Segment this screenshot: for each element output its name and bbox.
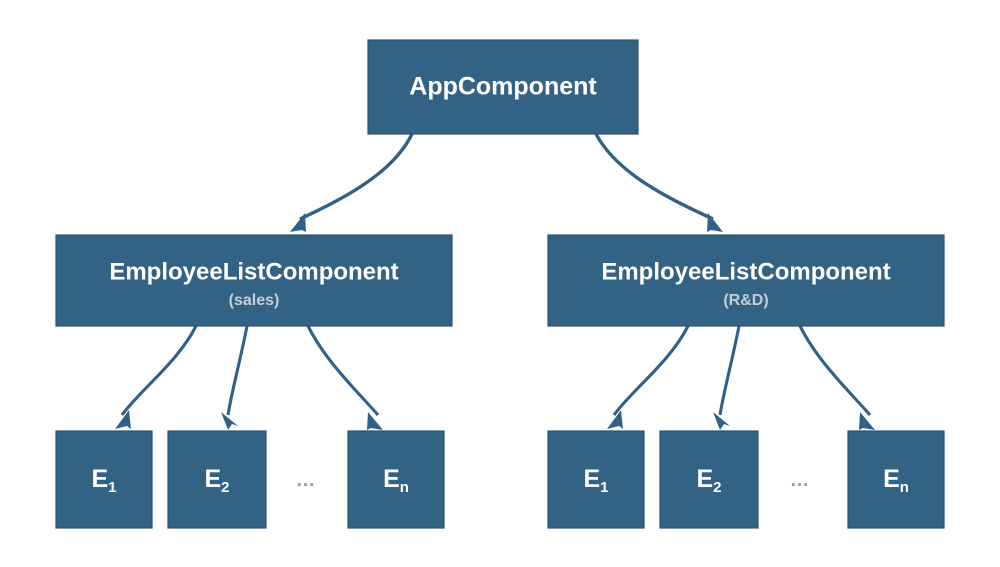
- leaf-base: E: [91, 465, 108, 493]
- leaf-subscript: 1: [108, 479, 116, 496]
- leaf-base: E: [883, 465, 900, 493]
- leaf-subscript: n: [900, 479, 909, 496]
- leaf-base: E: [383, 465, 400, 493]
- leaf-subscript: 2: [713, 479, 721, 496]
- leaf-node-rd-e2-label: E2: [696, 465, 721, 496]
- leaf-subscript: 2: [221, 479, 229, 496]
- leaf-node-sales-e2-box[interactable]: [167, 430, 267, 529]
- leaf-node-sales-e1-box[interactable]: [55, 430, 153, 529]
- node-app-component-box[interactable]: [367, 39, 639, 135]
- node-employee-list-rd-label: EmployeeListComponent: [601, 258, 890, 285]
- node-employee-list-rd-box[interactable]: [547, 234, 945, 327]
- leaf-group-sales: E1 E2 ... En: [55, 430, 445, 529]
- leaf-node-rd-e1-label: E1: [583, 465, 608, 496]
- leaf-node-rd-e1[interactable]: E1: [547, 430, 645, 529]
- edge-app-to-rd: [594, 133, 714, 221]
- leaf-node-sales-e2[interactable]: E2: [167, 430, 267, 529]
- leaf-node-sales-en-box[interactable]: [347, 430, 445, 529]
- edge-group-root: [290, 133, 723, 232]
- leaf-ellipsis-rd: ...: [791, 470, 810, 491]
- leaf-subscript: 1: [600, 479, 608, 496]
- arrowhead-sales-to-e1: [115, 410, 131, 429]
- node-employee-list-sales[interactable]: EmployeeListComponent (sales): [55, 234, 453, 327]
- leaf-node-sales-e2-label: E2: [204, 465, 229, 496]
- edge-rd-to-e2: [718, 325, 741, 416]
- edge-rd-to-e1: [612, 325, 690, 416]
- arrowhead-sales-to-en: [367, 412, 383, 430]
- leaf-base: E: [583, 465, 600, 493]
- leaf-node-sales-en-label: En: [383, 465, 409, 496]
- leaf-ellipsis-sales: ...: [297, 470, 316, 491]
- leaf-node-rd-en[interactable]: En: [847, 430, 945, 529]
- leaf-node-rd-e2-box[interactable]: [659, 430, 759, 529]
- arrowhead-rd-to-e1: [607, 410, 623, 429]
- leaf-node-sales-e1[interactable]: E1: [55, 430, 153, 529]
- edge-sales-to-e2: [226, 325, 249, 416]
- leaf-node-sales-en[interactable]: En: [347, 430, 445, 529]
- edge-group-sales: [115, 325, 383, 430]
- leaf-node-sales-e1-label: E1: [91, 465, 116, 496]
- arrowhead-app-to-rd: [707, 213, 723, 232]
- edge-rd-to-en: [798, 325, 872, 417]
- node-employee-list-rd-subtitle: (R&D): [723, 292, 768, 309]
- node-employee-list-sales-box[interactable]: [55, 234, 453, 327]
- arrowhead-sales-to-e2: [221, 412, 238, 430]
- leaf-base: E: [696, 465, 713, 493]
- node-employee-list-rd[interactable]: EmployeeListComponent (R&D): [547, 234, 945, 327]
- leaf-node-rd-en-box[interactable]: [847, 430, 945, 529]
- leaf-group-rd: E1 E2 ... En: [547, 430, 945, 529]
- leaf-node-rd-en-label: En: [883, 465, 909, 496]
- node-app-component-label: AppComponent: [409, 73, 597, 101]
- leaf-subscript: n: [400, 479, 409, 496]
- node-app-component[interactable]: AppComponent: [367, 39, 639, 135]
- arrowhead-app-to-sales: [290, 213, 306, 232]
- edge-app-to-sales: [299, 133, 414, 221]
- node-employee-list-sales-label: EmployeeListComponent: [109, 258, 398, 285]
- leaf-node-rd-e1-box[interactable]: [547, 430, 645, 529]
- edge-group-rd: [607, 325, 875, 430]
- arrowhead-rd-to-en: [859, 412, 875, 430]
- node-employee-list-sales-subtitle: (sales): [229, 292, 280, 309]
- edge-sales-to-en: [306, 325, 380, 417]
- edge-sales-to-e1: [120, 325, 198, 416]
- arrowhead-rd-to-e2: [713, 412, 730, 430]
- leaf-node-rd-e2[interactable]: E2: [659, 430, 759, 529]
- leaf-base: E: [204, 465, 221, 493]
